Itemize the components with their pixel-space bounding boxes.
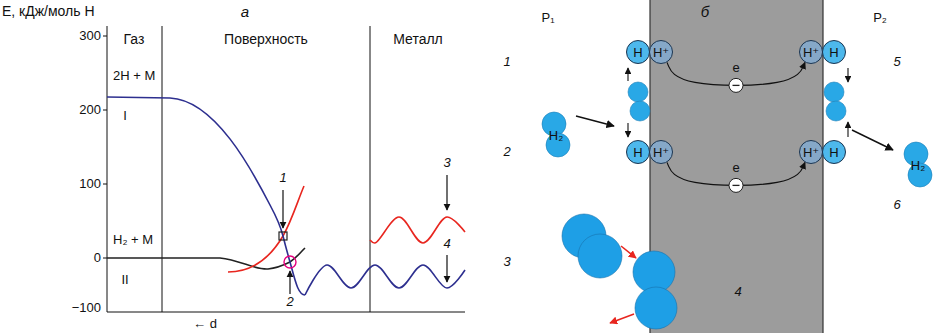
adsorbed-molecule [630,101,650,121]
curve-number: I [123,109,127,123]
electron-symbol [729,78,743,92]
tick [103,110,107,111]
crossing-circle [284,256,296,268]
atom-symbol: H⁺ [653,46,669,59]
atom-symbol: H₂ [549,129,563,142]
callout-number: 1 [279,171,286,185]
atom-symbol: H⁺ [653,146,669,159]
atom-symbol: H⁺ [803,146,819,159]
tick [103,258,107,259]
large-molecule [635,287,677,329]
callout-number: 1 [503,55,510,69]
leader-arrow [282,190,283,228]
recombination-arrow [847,122,848,137]
membrane [650,0,823,333]
adsorbed-molecule [824,82,844,102]
axis-direction: ← d [193,317,217,331]
crossing-square [279,232,287,240]
curve-i [107,97,305,295]
electron-symbol [729,178,743,192]
hydrogen-atom: H [822,40,846,64]
hydrogen-atom: H [626,140,650,164]
callout-number: 3 [503,255,510,269]
region-name: Поверхность [224,32,308,47]
state-label: 2H + M [113,69,155,83]
reflection-arrow [610,314,634,323]
callout-number: 3 [443,156,450,170]
hydrogen-atom: H [626,40,650,64]
callout-number: 5 [893,55,900,69]
y-axis [107,26,108,312]
adsorbed-molecule [628,82,648,102]
hydrogen-molecule: H₂ [538,109,574,161]
region-name: Металл [393,32,443,47]
region-name: Газ [124,32,145,47]
hydrogen-molecule: H₂ [900,139,936,191]
tick-label: 100 [79,177,101,191]
tick-label: 0 [94,251,101,265]
atom-symbol: H [633,146,642,159]
atom-symbol: H [829,146,838,159]
proton: H⁺ [799,140,823,164]
energy-plot [103,26,465,312]
electron-label: e [732,61,739,75]
electron-charge [733,185,740,186]
callout-number: 6 [893,198,900,212]
adsorption-arrow [576,116,614,126]
proton: H⁺ [649,140,673,164]
pressure-label: P₁ [541,11,554,25]
callout-number: 2 [503,145,510,159]
curve-red-metal [370,217,465,243]
callout-number: 4 [734,285,741,299]
leader-arrow [446,255,447,282]
proton: H⁺ [799,40,823,64]
dissociation-arrow [627,68,628,81]
atom-symbol: H [829,46,838,59]
callout-number: 4 [443,237,450,251]
adsorbed-molecule [826,101,846,121]
recombination-arrow [847,68,848,82]
atom-symbol: H₂ [911,159,925,172]
pressure-label: P₂ [873,11,887,25]
electron-charge [733,85,740,86]
tick-label: 300 [79,29,101,43]
callout-number: 2 [286,295,293,309]
region-divider [162,26,163,312]
leader-arrow [446,175,447,210]
axis-title: E, кДж/моль H [2,4,95,19]
atom-symbol: H⁺ [803,46,819,59]
tick-label: 200 [79,103,101,117]
leader-arrow [289,271,290,294]
curve-number: II [121,273,128,287]
tick [103,184,107,185]
large-molecule [633,251,675,293]
panel-letter: б [701,4,709,21]
tick [103,36,107,37]
curve-i-metal [305,265,465,295]
hydrogen-atom: H [822,140,846,164]
dissociation-arrow [627,123,628,137]
x-axis [107,312,465,313]
curve-ii [107,248,305,269]
reflection-arrow [621,246,636,258]
state-label: H₂ + M [113,233,153,247]
membrane-scheme [562,0,893,333]
tick-label: −100 [72,301,101,315]
proton: H⁺ [649,40,673,64]
electron-label: e [732,161,739,175]
large-molecule [578,234,622,278]
desorption-arrow [852,130,893,150]
atom-symbol: H [633,46,642,59]
panel-letter: а [241,4,249,21]
